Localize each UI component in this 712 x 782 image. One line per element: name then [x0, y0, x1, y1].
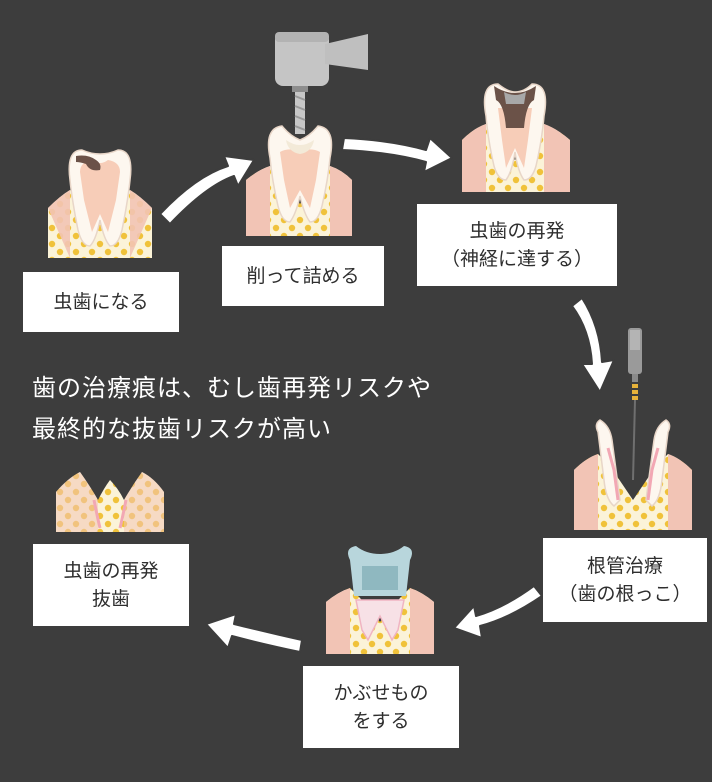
arrow-recurrence-to-root-icon — [571, 297, 615, 393]
step-fill-text: 削って詰める — [246, 264, 360, 287]
step-crown-line1: かぶせもの — [333, 681, 429, 704]
tooth-cavity-icon — [48, 149, 152, 258]
gum-extraction-icon — [56, 472, 164, 532]
arrow-fill-to-recurrence-icon — [341, 137, 453, 173]
step-crown-line2: をする — [352, 710, 410, 732]
headline-line2: 最終的な抜歯リスクが高い — [32, 414, 332, 443]
step-root-canal-line1: 根管治療 — [586, 554, 663, 577]
step-recurrence-line1: 虫歯の再発 — [469, 219, 565, 242]
arrow-root-to-crown-icon — [453, 585, 543, 639]
step-root-canal-label: 根管治療 （歯の根っこ） — [543, 538, 707, 622]
step-extraction-label: 虫歯の再発 抜歯 — [33, 544, 189, 626]
tooth-drill-icon — [246, 32, 368, 236]
tooth-root-canal-icon — [574, 328, 692, 530]
step-cavity-label: 虫歯になる — [23, 272, 179, 332]
step-fill-label: 削って詰める — [222, 246, 384, 306]
headline: 歯の治療痕は、むし歯再発リスクや 最終的な抜歯リスクが高い — [32, 368, 432, 450]
step-extraction-line1: 虫歯の再発 — [63, 559, 159, 582]
step-root-canal-line2: （歯の根っこ） — [558, 583, 692, 605]
step-recurrence-line2: （神経に達する） — [440, 248, 593, 270]
tooth-crown-icon — [326, 546, 434, 654]
step-crown-label: かぶせもの をする — [303, 666, 459, 748]
arrow-crown-to-extraction-icon — [205, 613, 303, 653]
step-extraction-line2: 抜歯 — [91, 588, 130, 610]
tooth-recurrence-icon — [462, 83, 570, 192]
step-recurrence-label: 虫歯の再発 （神経に達する） — [417, 204, 617, 286]
step-cavity-text: 虫歯になる — [53, 290, 149, 313]
arrow-cavity-to-fill-icon — [159, 155, 255, 225]
headline-line1: 歯の治療痕は、むし歯再発リスクや — [32, 374, 432, 402]
